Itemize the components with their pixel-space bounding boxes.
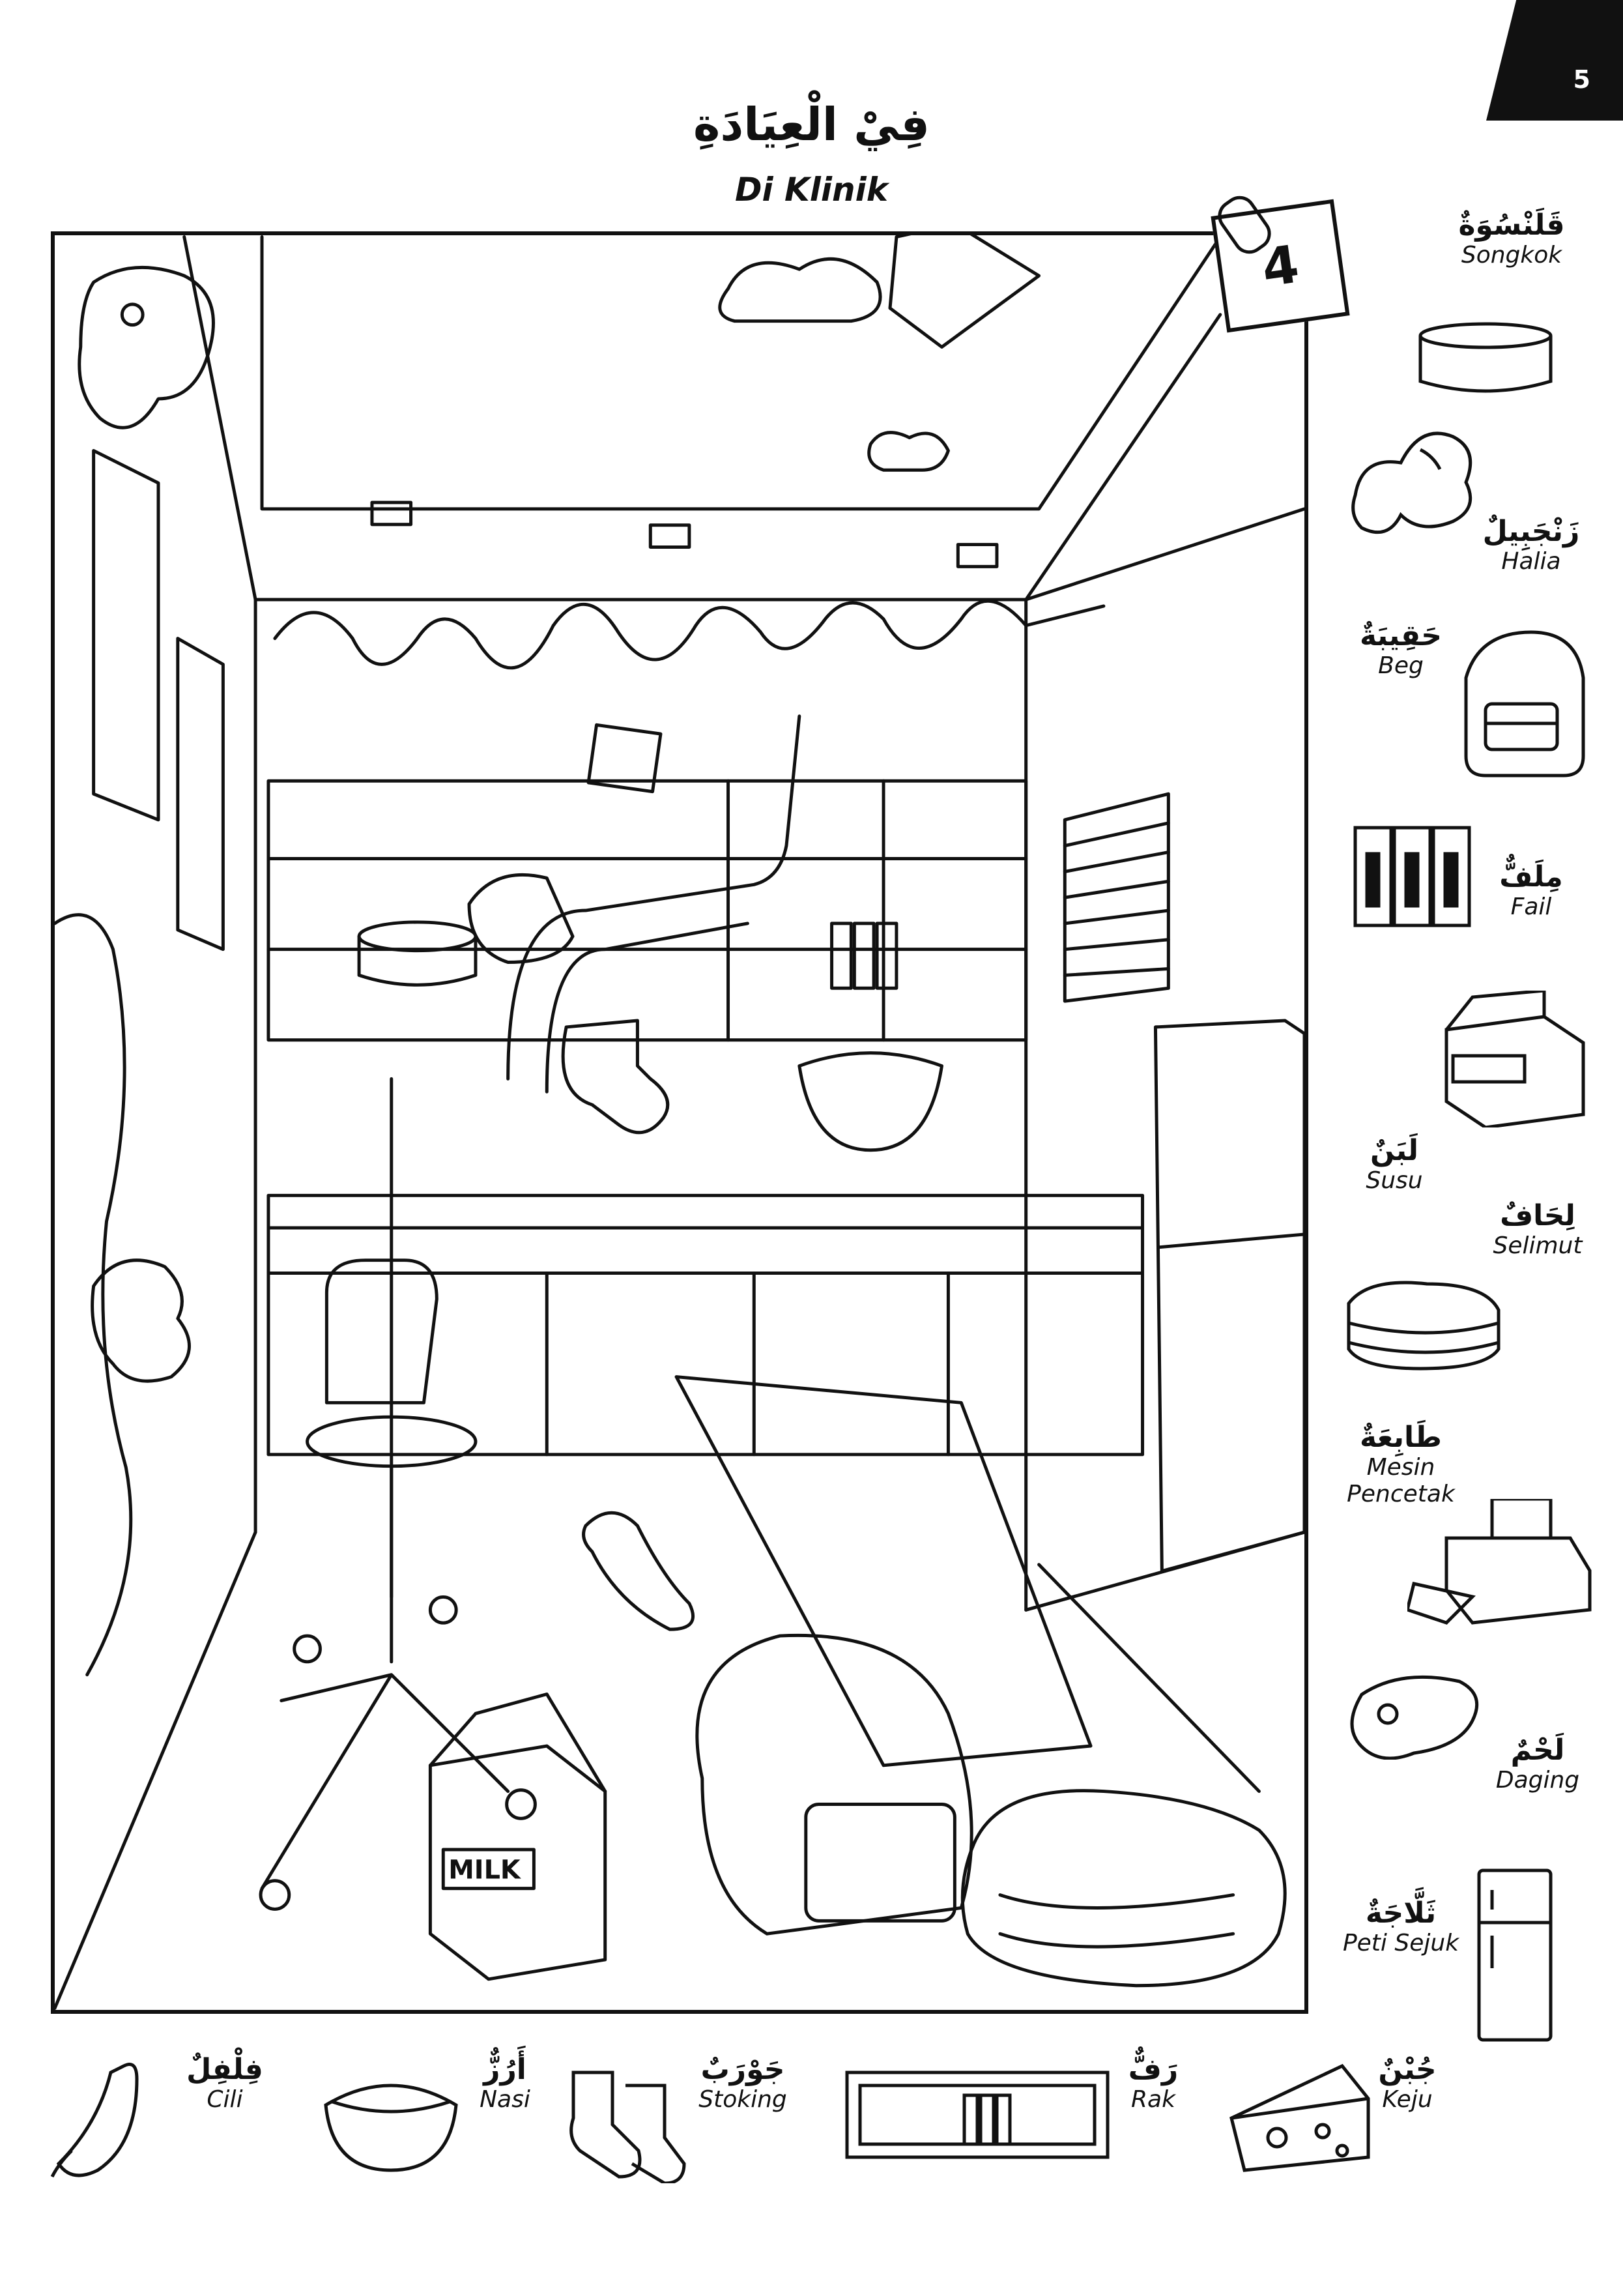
scene-milk-label: MILK xyxy=(448,1855,521,1885)
side-item-malay: Daging xyxy=(1495,1767,1580,1794)
side-item-arabic: حَقِيبَةٌ xyxy=(1360,619,1442,652)
side-item-daging: لَحْمٌ Daging xyxy=(1336,1668,1616,1838)
bag-icon xyxy=(1446,626,1590,782)
side-item-malay: Selimut xyxy=(1493,1232,1583,1259)
meat-icon xyxy=(1349,1668,1486,1760)
bottom-item-malay: Rak xyxy=(1131,2086,1175,2113)
side-item-songkok: قَلَنْسُوَةٌ Songkok xyxy=(1342,209,1616,404)
side-item-malay: Halia xyxy=(1501,548,1561,575)
bottom-item-arabic: جَوْرَبٌ xyxy=(700,2053,785,2086)
bottom-item-keju: جُبْنٌ Keju xyxy=(1225,2040,1486,2196)
bottom-item-rak: رَفٌّ Rak xyxy=(840,2040,1205,2196)
blanket-icon xyxy=(1342,1277,1505,1375)
bottom-item-arabic: رَفٌّ xyxy=(1128,2053,1179,2086)
side-item-fail: مِلَفٌّ Fail xyxy=(1336,808,1616,984)
bottom-item-stoking: جَوْرَبٌ Stoking xyxy=(554,2040,814,2196)
bottom-item-arabic: فِلْفِلٌ xyxy=(186,2053,263,2086)
side-item-arabic: لِحَافٌ xyxy=(1500,1199,1575,1232)
bottom-item-malay: Stoking xyxy=(698,2086,787,2113)
title-arabic: فِيْ الْعِيَادَةِ xyxy=(693,98,930,151)
side-item-mesin-pencetak: طَابِعَةٌ Mesin Pencetak xyxy=(1323,1421,1616,1642)
rice-icon xyxy=(319,2066,463,2177)
side-item-peti-sejuk: ثَلَّاجَةٌ Peti Sejuk xyxy=(1329,1857,1616,2046)
side-item-malay: Fail xyxy=(1510,894,1552,920)
side-item-arabic: لَحْمٌ xyxy=(1510,1734,1565,1767)
shelf-icon xyxy=(840,2066,1114,2164)
side-item-beg: حَقِيبَةٌ Beg xyxy=(1336,606,1616,795)
side-item-arabic: لَبَنٌ xyxy=(1370,1134,1419,1167)
page-number: 5 xyxy=(1573,65,1590,94)
chili-icon xyxy=(46,2053,176,2183)
bottom-item-malay: Keju xyxy=(1382,2086,1433,2113)
side-item-arabic: ثَلَّاجَةٌ xyxy=(1365,1896,1437,1930)
printer-icon xyxy=(1407,1499,1596,1629)
fridge-icon xyxy=(1472,1864,1564,2046)
bottom-item-arabic: أَرُزٌّ xyxy=(483,2053,526,2086)
bottom-item-malay: Nasi xyxy=(480,2086,530,2113)
side-item-susu: لَبَنٌ Susu xyxy=(1336,991,1616,1206)
side-item-halia: زَنْجَبِيلٌ Halia xyxy=(1329,417,1616,593)
milk-icon xyxy=(1433,991,1596,1127)
ginger-icon xyxy=(1342,430,1486,541)
side-item-malay: Susu xyxy=(1366,1167,1423,1194)
side-item-arabic: زَنْجَبِيلٌ xyxy=(1482,515,1580,548)
side-item-selimut: لِحَافٌ Selimut xyxy=(1336,1199,1616,1388)
bottom-item-cili: فِلْفِلٌ Cili xyxy=(39,2040,274,2196)
bottom-item-malay: Cili xyxy=(207,2086,243,2113)
side-item-malay: Mesin Pencetak xyxy=(1347,1454,1455,1507)
cheese-icon xyxy=(1225,2059,1375,2177)
socks-icon xyxy=(554,2059,697,2183)
file-icon xyxy=(1349,815,1479,932)
side-item-malay: Peti Sejuk xyxy=(1342,1930,1459,1956)
bottom-item-arabic: جُبْنٌ xyxy=(1378,2053,1437,2086)
side-item-malay: Beg xyxy=(1378,652,1424,679)
side-item-arabic: مِلَفٌّ xyxy=(1499,860,1563,894)
clinic-scene-illustration: MILK xyxy=(51,231,1308,2014)
side-item-malay: Songkok xyxy=(1461,242,1562,269)
side-item-arabic: طَابِعَةٌ xyxy=(1359,1421,1442,1454)
side-item-arabic: قَلَنْسُوَةٌ xyxy=(1458,209,1565,242)
title-malay: Di Klinik xyxy=(734,171,889,209)
songkok-icon xyxy=(1414,319,1557,398)
bottom-item-nasi: أَرُزٌّ Nasi xyxy=(319,2040,554,2196)
